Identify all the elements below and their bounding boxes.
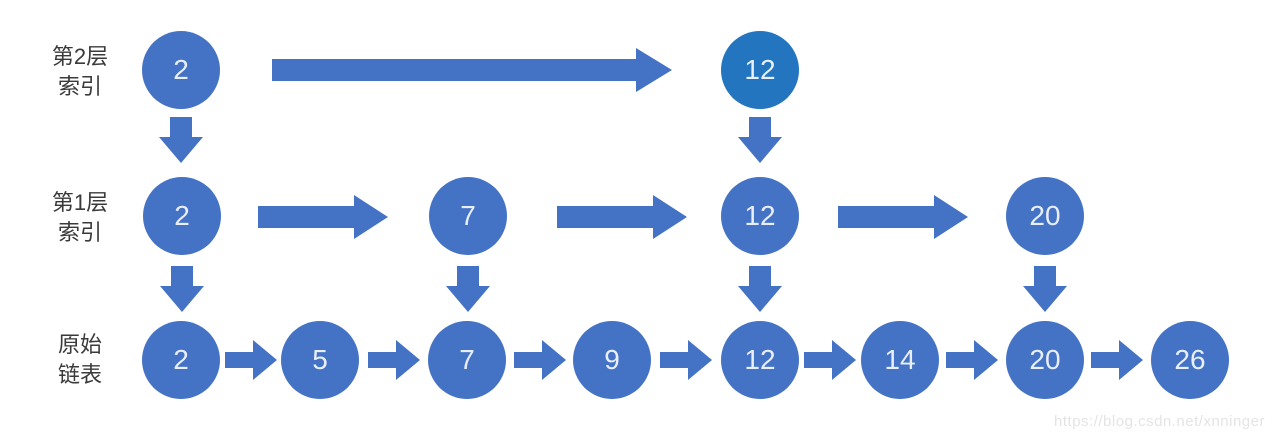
arrow-right-icon [838, 195, 968, 239]
arrow-down-icon [738, 117, 782, 163]
arrow-right-icon [660, 340, 712, 380]
arrow-right-icon [804, 340, 856, 380]
node-value: 12 [744, 54, 776, 85]
arrow-right-icon [557, 195, 687, 239]
node-list-12: 12 [721, 321, 799, 399]
arrow-right-icon [225, 340, 277, 380]
node-value: 9 [604, 344, 620, 375]
node-level1-2: 2 [143, 177, 221, 255]
arrow-down-icon [160, 266, 204, 312]
row-label-level2-line2: 索引 [57, 74, 102, 99]
row-label-original-list: 原始 链表 [20, 330, 140, 390]
node-value: 7 [459, 344, 475, 375]
row-label-level2-line1: 第2层 [51, 44, 109, 69]
node-level1-7: 7 [429, 177, 507, 255]
arrow-right-icon [514, 340, 566, 380]
node-value: 20 [1029, 344, 1061, 375]
node-level2-12: 12 [721, 31, 799, 109]
node-value: 2 [173, 344, 189, 375]
arrow-down-icon [1023, 266, 1067, 312]
node-level2-2: 2 [142, 31, 220, 109]
arrow-right-icon [272, 48, 672, 92]
node-value: 5 [312, 344, 328, 375]
row-label-level1-line1: 第1层 [51, 190, 109, 215]
node-value: 20 [1029, 200, 1061, 231]
arrow-down-icon [159, 117, 203, 163]
row-label-original-list-line1: 原始 [57, 332, 102, 357]
node-value: 26 [1174, 344, 1206, 375]
node-level1-20: 20 [1006, 177, 1084, 255]
node-value: 14 [884, 344, 916, 375]
node-list-9: 9 [573, 321, 651, 399]
watermark-text: https://blog.csdn.net/xnninger [1054, 413, 1265, 430]
node-list-26: 26 [1151, 321, 1229, 399]
arrow-down-icon [738, 266, 782, 312]
node-value: 2 [173, 54, 189, 85]
arrow-right-icon [258, 195, 388, 239]
arrow-right-icon [946, 340, 998, 380]
arrow-right-icon [1091, 340, 1143, 380]
row-label-level1: 第1层 索引 [20, 188, 140, 248]
node-value: 2 [174, 200, 190, 231]
node-value: 12 [744, 200, 776, 231]
node-list-5: 5 [281, 321, 359, 399]
node-list-2: 2 [142, 321, 220, 399]
row-label-original-list-line2: 链表 [57, 362, 102, 387]
node-list-7: 7 [428, 321, 506, 399]
node-level1-12: 12 [721, 177, 799, 255]
row-label-level2: 第2层 索引 [20, 42, 140, 102]
node-list-14: 14 [861, 321, 939, 399]
node-list-20: 20 [1006, 321, 1084, 399]
node-value: 7 [460, 200, 476, 231]
arrow-right-icon [368, 340, 420, 380]
row-label-level1-line2: 索引 [57, 220, 102, 245]
node-value: 12 [744, 344, 776, 375]
arrow-down-icon [446, 266, 490, 312]
